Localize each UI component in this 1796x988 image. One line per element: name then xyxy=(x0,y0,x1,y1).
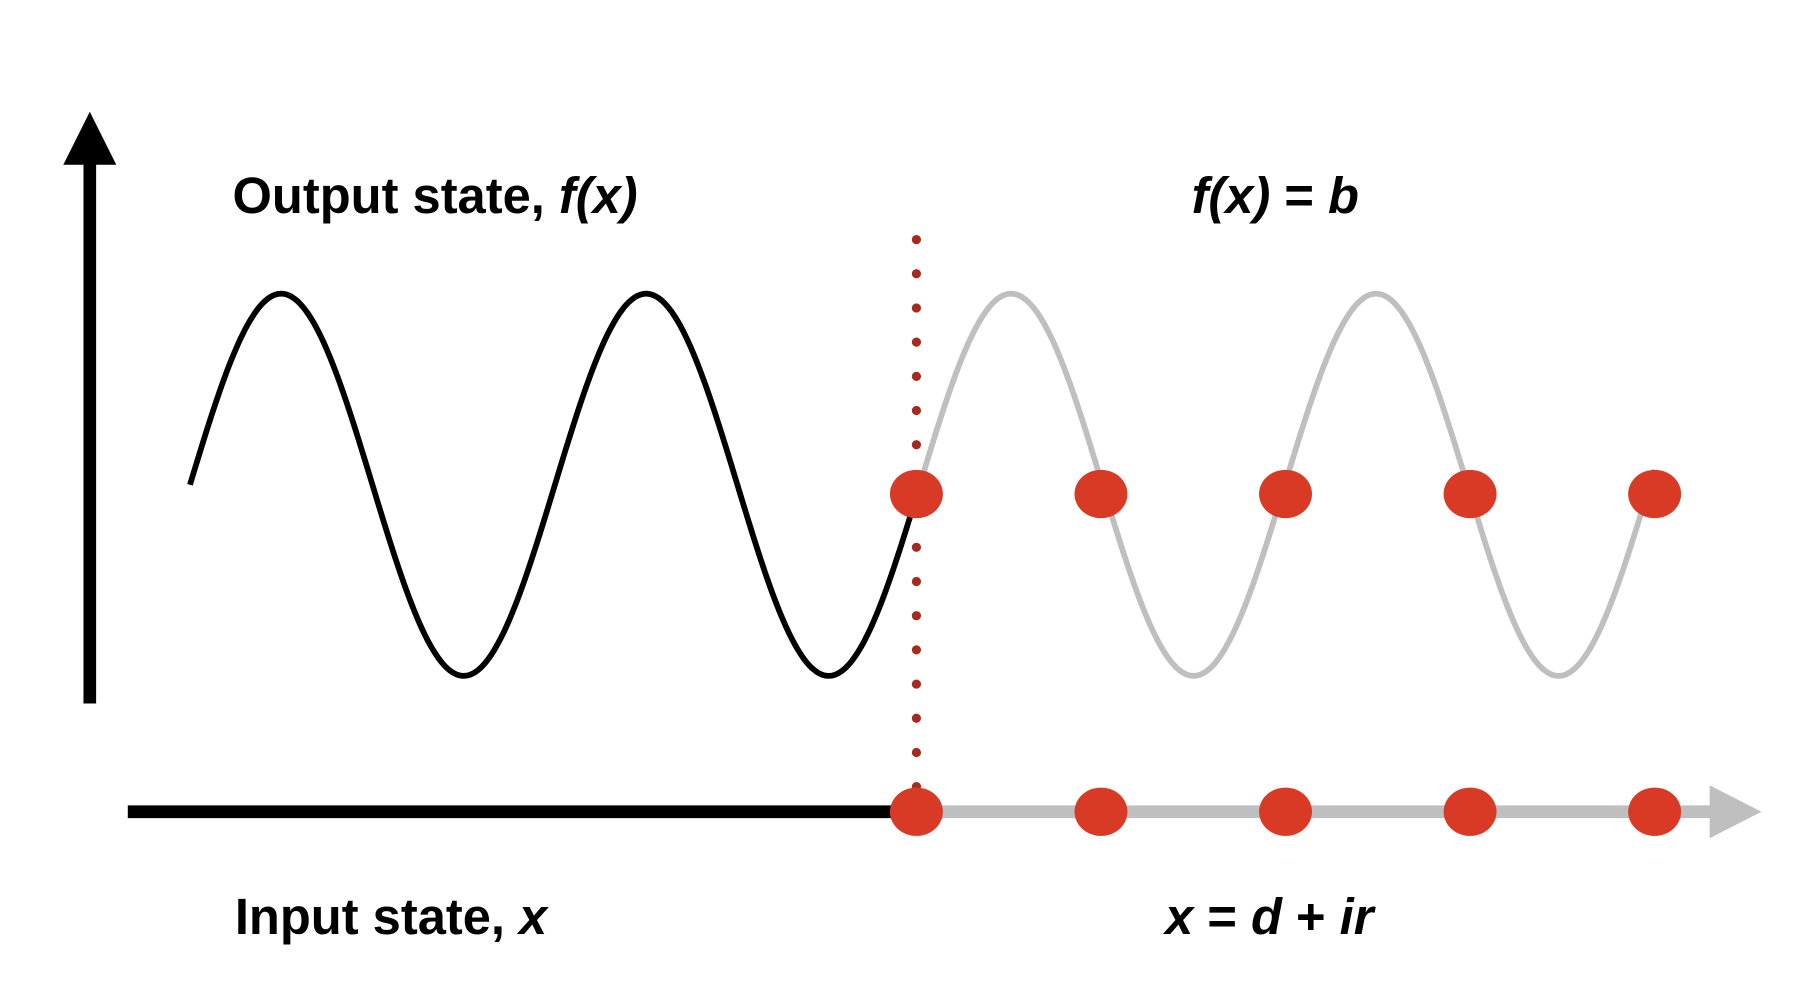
output-condition-label: f(x) = b xyxy=(1192,167,1359,224)
input-axis-arrowhead xyxy=(1709,785,1762,839)
solution-markers xyxy=(889,469,1682,836)
input-solution-marker xyxy=(1628,787,1682,836)
input-solution-marker xyxy=(1074,787,1128,836)
input-solution-marker xyxy=(1443,787,1497,836)
output-axis-arrowhead xyxy=(63,111,117,165)
output-solution-marker xyxy=(1443,469,1497,519)
input-solution-marker xyxy=(889,787,943,836)
output-solution-marker xyxy=(1259,469,1313,519)
input-solution-marker xyxy=(1259,787,1313,836)
output-wave-active xyxy=(187,290,923,679)
output-axis-label: Output state, f(x) xyxy=(233,167,638,224)
input-condition-label: x = d + ir xyxy=(1162,888,1376,945)
output-solution-marker xyxy=(889,469,943,519)
output-solution-marker xyxy=(1628,469,1682,519)
input-axis-label: Input state, x xyxy=(235,888,549,945)
output-solution-marker xyxy=(1074,469,1128,519)
